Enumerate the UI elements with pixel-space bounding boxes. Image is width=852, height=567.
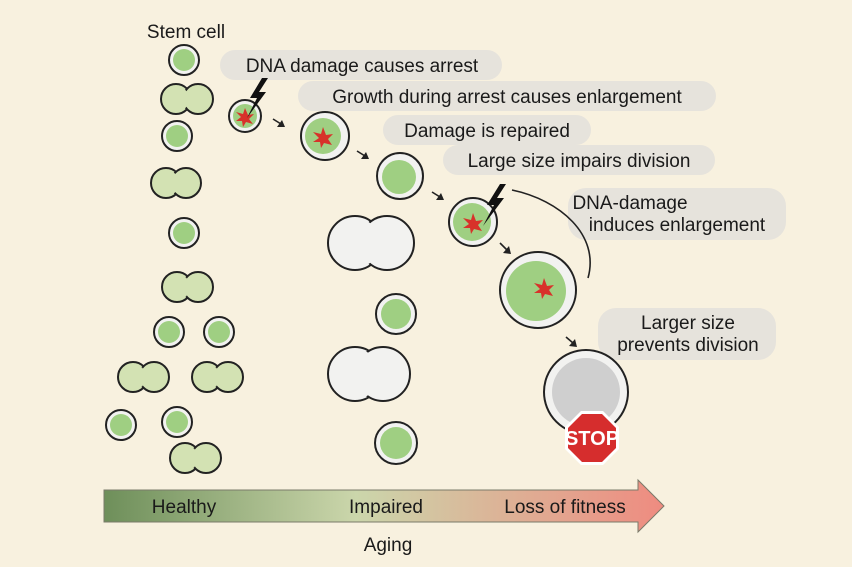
lightning-icon [483,184,506,226]
stem-cell-column [105,44,244,474]
lightning-icon [247,78,268,118]
large-size-impairs-label: Large size impairs division [468,151,691,172]
stop-sign-text: STOP [565,428,619,450]
dna-damage-icon [534,278,554,299]
arrow-icon [499,242,511,254]
repaired-cell [376,152,424,200]
dna-damage-icon [313,127,333,148]
dna-damage-induces-label-line2: induces enlargement [589,215,766,236]
label-bubble [568,188,786,240]
dividing-cell [150,167,202,199]
dividing-cell [191,361,244,393]
aging-impaired-label: Impaired [349,497,423,518]
enlarged-dividing-cell [327,215,415,271]
aging-gradient-arrow [103,478,665,534]
arrow-icon [356,150,369,159]
label-bubble [383,115,591,145]
damaged-cell [448,197,498,247]
stem-cell [203,316,235,348]
bracket-line [511,189,591,279]
stem-cell [168,44,200,76]
aging-loss-of-fitness-label: Loss of fitness [504,497,625,518]
dna-damage-induces-label-line1: DNA-damage [572,193,687,214]
aging-healthy-label: Healthy [152,497,217,518]
label-bubble [298,81,716,111]
dividing-cell [169,442,222,474]
label-bubble [220,50,502,80]
arrow-icon [272,118,285,127]
senescent-cell [543,349,629,435]
arrow-icon [565,336,577,347]
damage-repaired-label: Damage is repaired [404,121,570,142]
larger-size-label-line1: Larger size [641,313,735,334]
dna-damage-icon [236,108,254,127]
stem-cell [161,120,193,152]
stem-cell [105,409,137,441]
dividing-cell [117,361,170,393]
enlarged-damaged-cell [499,251,577,329]
enlarged-dividing-cell [327,346,411,402]
dna-damage-icon [463,213,483,234]
aging-title: Aging [364,535,413,556]
stem-cell-label: Stem cell [147,22,225,43]
growth-enlargement-label: Growth during arrest causes enlargement [332,87,682,108]
label-bubble [598,308,776,360]
dna-damage-arrest-label: DNA damage causes arrest [246,56,479,77]
stem-cell [161,406,193,438]
stem-cell [168,217,200,249]
larger-size-label-line2: prevents division [617,335,759,356]
stem-cell [374,421,418,465]
label-bubble [443,145,715,175]
impaired-cell-column [327,215,418,465]
stem-cell [375,293,417,335]
dividing-cell [161,271,214,303]
damaged-cell [300,111,350,161]
stem-cell [153,316,185,348]
dividing-cell [160,83,214,115]
stop-sign-icon: STOP [565,411,619,465]
arrow-icon [431,191,444,200]
